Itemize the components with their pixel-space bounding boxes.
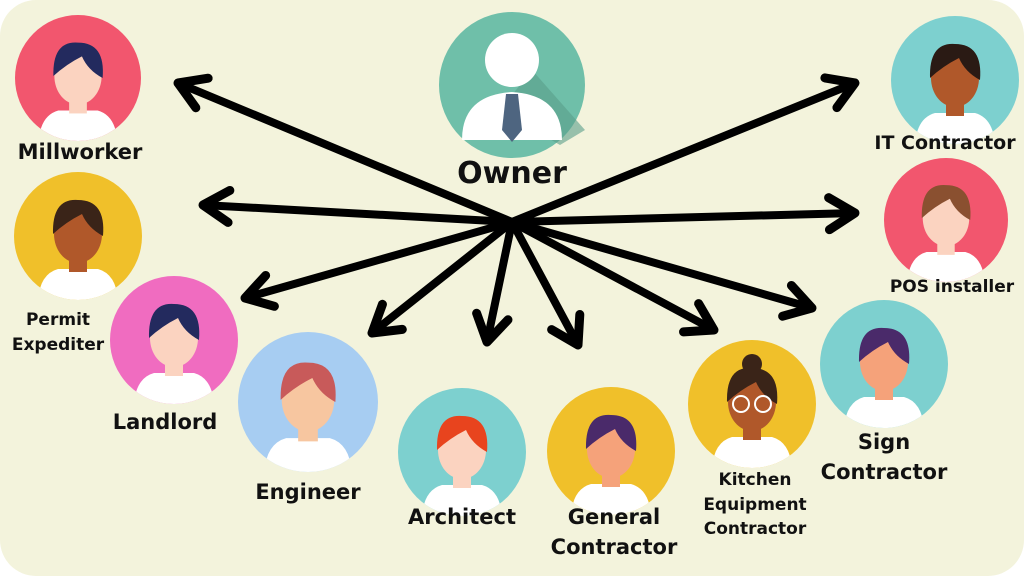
arrow-to-it-contractor: [508, 73, 860, 226]
landlord-avatar-icon: [134, 303, 214, 404]
engineer-node: [238, 332, 378, 472]
kitchen-equipment-contractor-avatar-icon: [712, 367, 792, 468]
arrow-to-permit-expediter: [198, 185, 516, 227]
engineer-label: Engineer: [255, 480, 361, 504]
sign-contractor-label: Sign: [857, 430, 911, 454]
millworker-node: [15, 15, 141, 141]
arrow-to-landlord: [240, 218, 516, 311]
owner-node: [439, 12, 585, 158]
sign-contractor-node: [820, 300, 948, 428]
architect-avatar-icon: [422, 415, 502, 516]
millworker-avatar-icon: [38, 42, 118, 141]
kitchen-equipment-contractor-label: Contractor: [703, 519, 807, 540]
glasses-icon: [732, 395, 750, 413]
permit-expediter-label: Expediter: [11, 334, 105, 355]
tie-icon: [502, 94, 522, 142]
it-contractor-label: IT Contractor: [874, 132, 1016, 154]
general-contractor-avatar-icon: [571, 414, 651, 515]
architect-label: Architect: [408, 505, 516, 529]
engineer-avatar-icon: [264, 362, 352, 472]
owner-head-icon: [485, 33, 539, 87]
arrow-to-engineer: [367, 218, 516, 338]
general-contractor-node: [547, 387, 675, 515]
sign-contractor-label: Contractor: [820, 460, 948, 485]
general-contractor-label: Contractor: [550, 535, 678, 560]
arrow-to-kitchen-equipment-contractor: [508, 218, 719, 337]
landlord-node: [110, 276, 238, 404]
arrow-to-architect: [472, 218, 516, 347]
general-contractor-label: General: [567, 505, 661, 529]
owner-label: Owner: [457, 156, 567, 191]
hair-bun-icon: [742, 354, 762, 374]
pos-installer-node: [884, 158, 1008, 282]
kitchen-equipment-contractor-node: [688, 340, 816, 468]
arrow-to-pos-installer: [508, 193, 860, 235]
landlord-label: Landlord: [112, 410, 218, 434]
pos-installer-avatar-icon: [907, 185, 985, 282]
pos-installer-label: POS installer: [889, 277, 1015, 297]
kitchen-equipment-contractor-label: Equipment: [703, 494, 807, 515]
permit-expediter-label: Permit: [25, 310, 91, 330]
kitchen-equipment-contractor-label: Kitchen: [718, 470, 792, 490]
millworker-label: Millworker: [17, 140, 143, 164]
sign-contractor-avatar-icon: [844, 327, 924, 428]
arrow-to-sign-contractor: [508, 218, 817, 321]
permit-expediter-node: [14, 172, 142, 300]
it-contractor-avatar-icon: [915, 43, 995, 144]
arrow-to-general-contractor: [508, 218, 585, 350]
architect-node: [398, 388, 526, 516]
arrow-to-millworker: [173, 73, 516, 226]
arrows: [173, 73, 860, 350]
permit-expediter-avatar-icon: [38, 199, 118, 300]
it-contractor-node: [891, 16, 1019, 144]
